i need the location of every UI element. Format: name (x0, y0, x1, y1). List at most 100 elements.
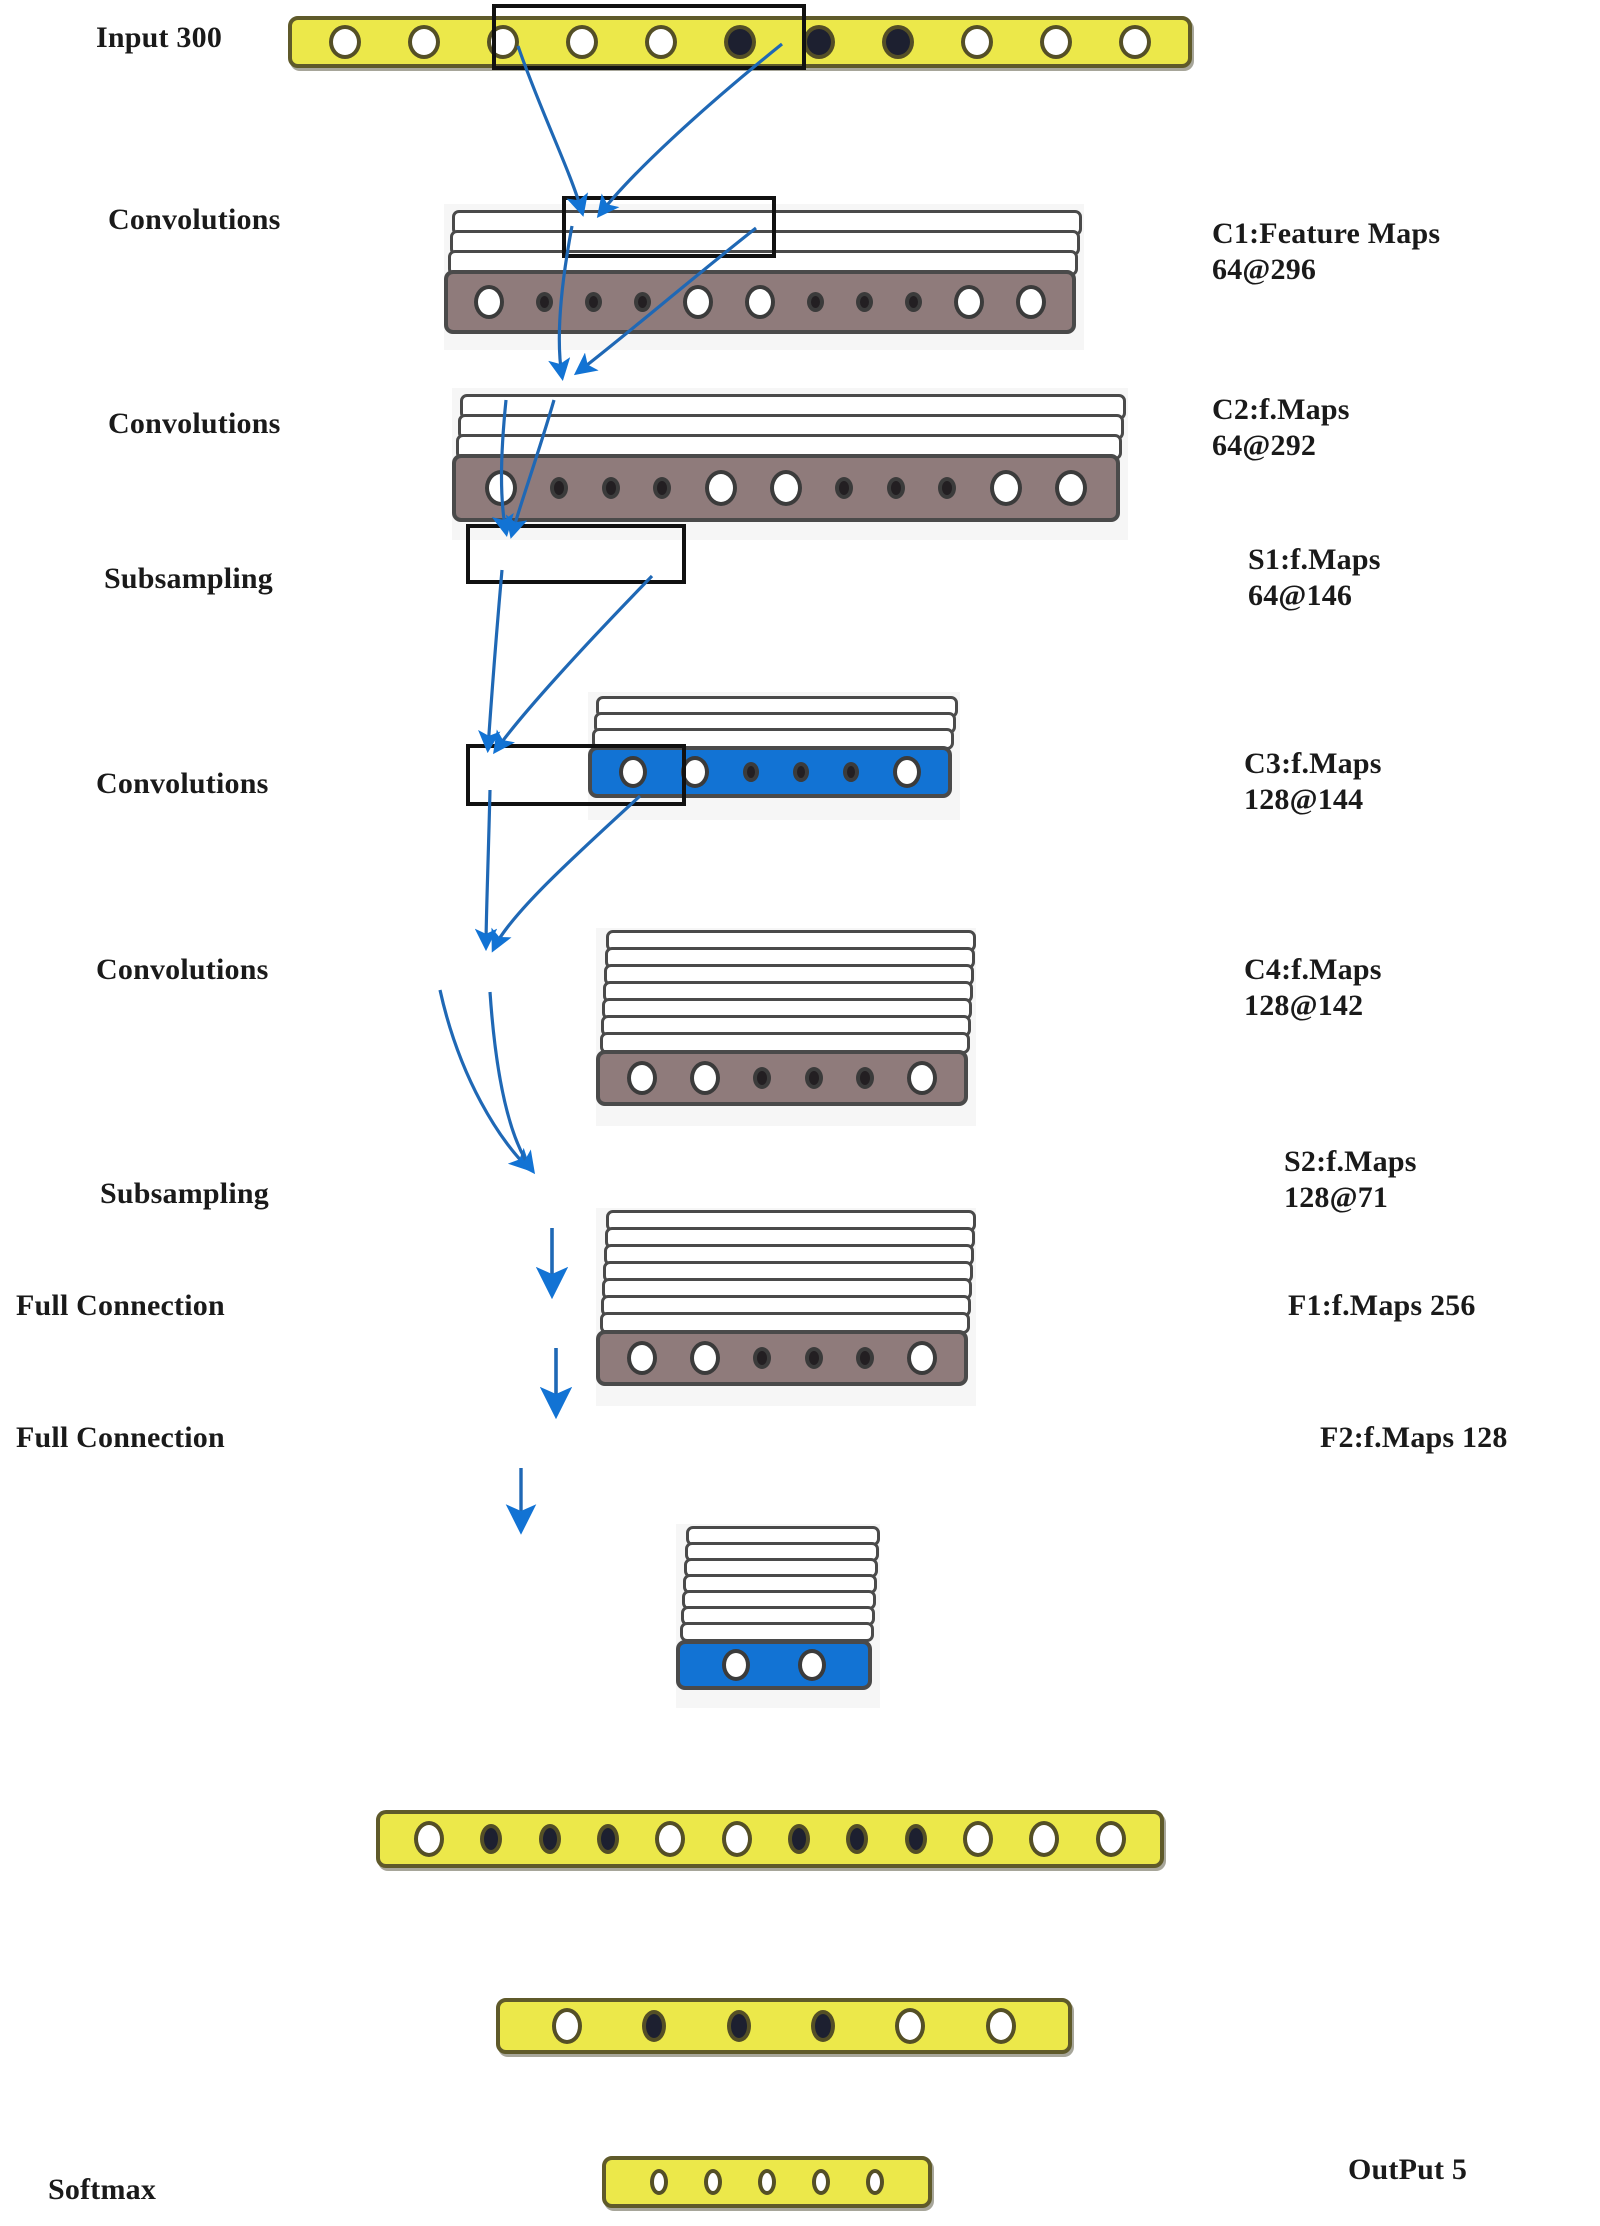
neuron-white (812, 2169, 830, 2195)
receptive-field-s1 (466, 524, 686, 584)
neuron-white (1055, 470, 1088, 506)
c1-front-face (444, 270, 1076, 334)
map-label-c3-line1: C3:f.Maps (1244, 747, 1382, 780)
map-label-c1-line2: 64@296 (1212, 253, 1317, 286)
neuron-dark (653, 477, 672, 499)
neuron-white (960, 25, 993, 59)
neuron-white (907, 1341, 938, 1375)
neuron-dark (938, 477, 957, 499)
receptive-field-c1 (562, 196, 776, 258)
stage-label-fc2: Full Connection (16, 1421, 225, 1454)
neuron-white (985, 2008, 1016, 2044)
c3-front-face (596, 1050, 968, 1106)
neuron-dark (634, 292, 651, 312)
neuron-dark (811, 2010, 836, 2042)
feature-sheet (680, 1622, 874, 1642)
neuron-dark (726, 2010, 751, 2042)
neuron-white (474, 285, 504, 319)
neuron-white (745, 285, 775, 319)
map-label-c2-line2: 64@292 (1212, 429, 1317, 462)
stage-label-input: Input 300 (96, 21, 223, 54)
layer-f2-vector (496, 1998, 1072, 2054)
map-label-output: OutPut 5 (1348, 2153, 1468, 2186)
neuron-white (650, 2169, 668, 2195)
neuron-dark (807, 292, 824, 312)
layer-s1-stack (588, 692, 960, 820)
neuron-white (866, 2169, 884, 2195)
map-label-f2: F2:f.Maps 128 (1320, 1421, 1508, 1454)
neuron-white (895, 2008, 926, 2044)
map-label-s2-line2: 128@71 (1284, 1181, 1389, 1214)
neuron-white (408, 25, 441, 59)
s1-front-face (588, 746, 952, 798)
neuron-dark (788, 1824, 811, 1854)
neuron-white (989, 470, 1022, 506)
map-label-f1: F1:f.Maps 256 (1288, 1289, 1476, 1322)
layer-c3-stack (596, 928, 976, 1126)
map-label-s1-line1: S1:f.Maps (1248, 543, 1381, 576)
map-label-s2-line1: S2:f.Maps (1284, 1145, 1417, 1178)
neuron-white (414, 1821, 445, 1857)
neuron-white (704, 470, 737, 506)
neuron-dark (753, 1067, 772, 1089)
neuron-white (798, 1649, 826, 1681)
neuron-dark (538, 1824, 561, 1854)
map-label-c1-line1: C1:Feature Maps (1212, 217, 1441, 250)
layer-c1-stack (444, 204, 1084, 350)
neuron-dark (793, 762, 809, 782)
wire-input-c1-a (516, 45, 589, 217)
neuron-white (689, 1341, 720, 1375)
neuron-dark (536, 292, 553, 312)
neuron-white (329, 25, 362, 59)
neuron-white (626, 1061, 657, 1095)
layer-c2-stack (452, 388, 1128, 540)
neuron-dark (550, 477, 569, 499)
neuron-white (907, 1061, 938, 1095)
neuron-dark (585, 292, 602, 312)
neuron-white (954, 285, 984, 319)
neuron-white (893, 756, 921, 788)
neuron-dark (843, 762, 859, 782)
map-label-c3-line2: 128@144 (1244, 783, 1364, 816)
wire-c4-s2-b (488, 991, 536, 1175)
neuron-dark (904, 1824, 927, 1854)
neuron-dark (905, 292, 922, 312)
neuron-white (683, 285, 713, 319)
receptive-field-input (492, 4, 806, 70)
neuron-dark (804, 1347, 823, 1369)
stage-label-sub2: Subsampling (100, 1177, 269, 1210)
neuron-dark (855, 1347, 874, 1369)
c4-front-face (596, 1330, 968, 1386)
neuron-dark (804, 1067, 823, 1089)
neuron-white (552, 2008, 583, 2044)
neuron-white (722, 1649, 750, 1681)
neuron-white (704, 2169, 722, 2195)
layer-f1-vector (376, 1810, 1164, 1868)
neuron-dark (601, 477, 620, 499)
neuron-dark (753, 1347, 772, 1369)
neuron-white (626, 1341, 657, 1375)
neuron-dark (597, 1824, 620, 1854)
neuron-white (758, 2169, 776, 2195)
neuron-white (1039, 25, 1072, 59)
stage-label-conv3: Convolutions (96, 767, 269, 800)
wire-s1-c3-a (478, 569, 504, 754)
map-label-s1-line2: 64@146 (1248, 579, 1353, 612)
neuron-dark (743, 762, 759, 782)
neuron-dark (856, 292, 873, 312)
s2-front-face (676, 1640, 872, 1690)
neuron-dark (886, 477, 905, 499)
stage-label-conv1: Convolutions (108, 203, 281, 236)
neuron-dark (881, 25, 914, 59)
stage-label-conv4: Convolutions (96, 953, 269, 986)
c2-front-face (452, 454, 1120, 522)
map-label-c2-line1: C2:f.Maps (1212, 393, 1350, 426)
neuron-dark (642, 2010, 667, 2042)
layer-s2-stack (676, 1524, 880, 1708)
neuron-white (1016, 285, 1046, 319)
neuron-white (655, 1821, 686, 1857)
wire-c4-s2-a (438, 989, 532, 1172)
neuron-white (689, 1061, 720, 1095)
layer-c4-stack (596, 1208, 976, 1406)
